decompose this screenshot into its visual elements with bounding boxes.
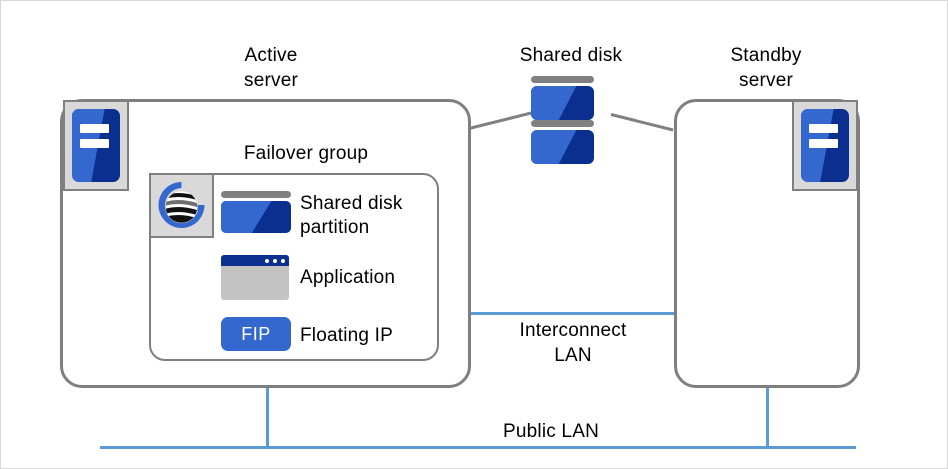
window-dot-icon	[281, 258, 285, 263]
interconnect-lan-label: Interconnect LAN	[519, 320, 627, 366]
server-bay-bar	[808, 138, 839, 149]
server-bay-bar	[79, 123, 110, 134]
application-window-icon	[221, 255, 289, 300]
fip-badge-icon: FIP	[221, 317, 291, 351]
link-disk-to-active-server	[468, 111, 532, 130]
shared-disk-title: Shared disk	[519, 45, 623, 66]
server-chassis	[72, 109, 120, 182]
shared-disk-partition-icon	[221, 191, 291, 233]
window-titlebar	[221, 255, 289, 266]
active-server-box	[60, 99, 471, 388]
failover-group-box	[149, 173, 439, 361]
server-chassis	[801, 109, 849, 182]
standby-server-box	[674, 99, 860, 388]
window-dot-icon	[265, 258, 269, 263]
server-bay-bar	[79, 138, 110, 149]
disk-body	[531, 130, 594, 164]
server-bay-bar	[808, 123, 839, 134]
disk-body	[531, 86, 594, 120]
window-dot-icon	[273, 258, 277, 263]
shared-disk-partition-label: Shared disk partition	[300, 193, 403, 238]
shared-disk-icon	[531, 76, 594, 164]
standby-server-title: Standby server	[730, 45, 802, 91]
disk-cap	[531, 120, 594, 127]
interconnect-lan-line	[469, 312, 676, 315]
link-disk-to-standby-server	[610, 113, 674, 132]
public-lan-drop-active	[266, 387, 269, 448]
shared-disk-unit	[531, 76, 594, 120]
failover-group-title: Failover group	[243, 143, 369, 164]
active-server-title: Active server	[244, 45, 298, 91]
disk-cap	[221, 191, 291, 198]
floating-ip-label: Floating IP	[300, 325, 394, 346]
clusterpro-logo-icon	[149, 173, 214, 238]
application-label: Application	[300, 267, 396, 288]
disk-body	[221, 201, 291, 233]
public-lan-drop-standby	[766, 387, 769, 448]
active-server-icon	[63, 100, 129, 191]
shared-disk-unit	[531, 120, 594, 164]
disk-cap	[531, 76, 594, 83]
standby-server-icon	[792, 100, 858, 191]
public-lan-label: Public LAN	[503, 421, 599, 442]
public-lan-line	[100, 446, 856, 449]
